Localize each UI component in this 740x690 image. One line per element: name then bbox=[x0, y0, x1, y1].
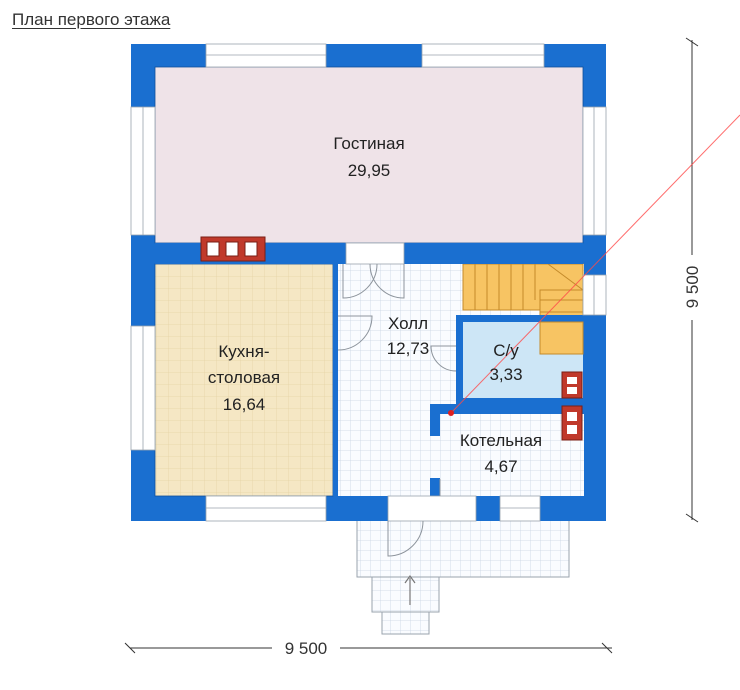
guide-line bbox=[450, 114, 740, 414]
boiler-vent bbox=[561, 405, 583, 441]
windows bbox=[130, 43, 607, 522]
living-room-area: 29,95 bbox=[348, 161, 391, 180]
chimney bbox=[200, 236, 266, 262]
boiler-room bbox=[440, 414, 583, 496]
guide-point bbox=[448, 410, 454, 416]
height-dimension: 9 500 bbox=[683, 266, 702, 309]
boiler-walls bbox=[430, 404, 586, 414]
bathroom-vent bbox=[561, 371, 583, 399]
hall-area: 12,73 bbox=[387, 339, 430, 358]
porch bbox=[356, 519, 570, 635]
boiler-area: 4,67 bbox=[484, 457, 517, 476]
width-dimension: 9 500 bbox=[285, 639, 328, 658]
plan-title: План первого этажа bbox=[12, 10, 171, 29]
living-room bbox=[154, 66, 584, 244]
hall-name: Холл bbox=[388, 314, 428, 333]
doors bbox=[337, 263, 457, 557]
dimension-lines bbox=[124, 37, 699, 654]
boiler-name: Котельная bbox=[460, 431, 542, 450]
kitchen-name-line2: столовая bbox=[208, 368, 280, 387]
kitchen-name-line1: Кухня- bbox=[218, 342, 269, 361]
bathroom-area: 3,33 bbox=[489, 365, 522, 384]
living-room-name: Гостиная bbox=[333, 134, 404, 153]
bathroom-name: С/у bbox=[493, 341, 519, 360]
kitchen-area: 16,64 bbox=[223, 395, 266, 414]
